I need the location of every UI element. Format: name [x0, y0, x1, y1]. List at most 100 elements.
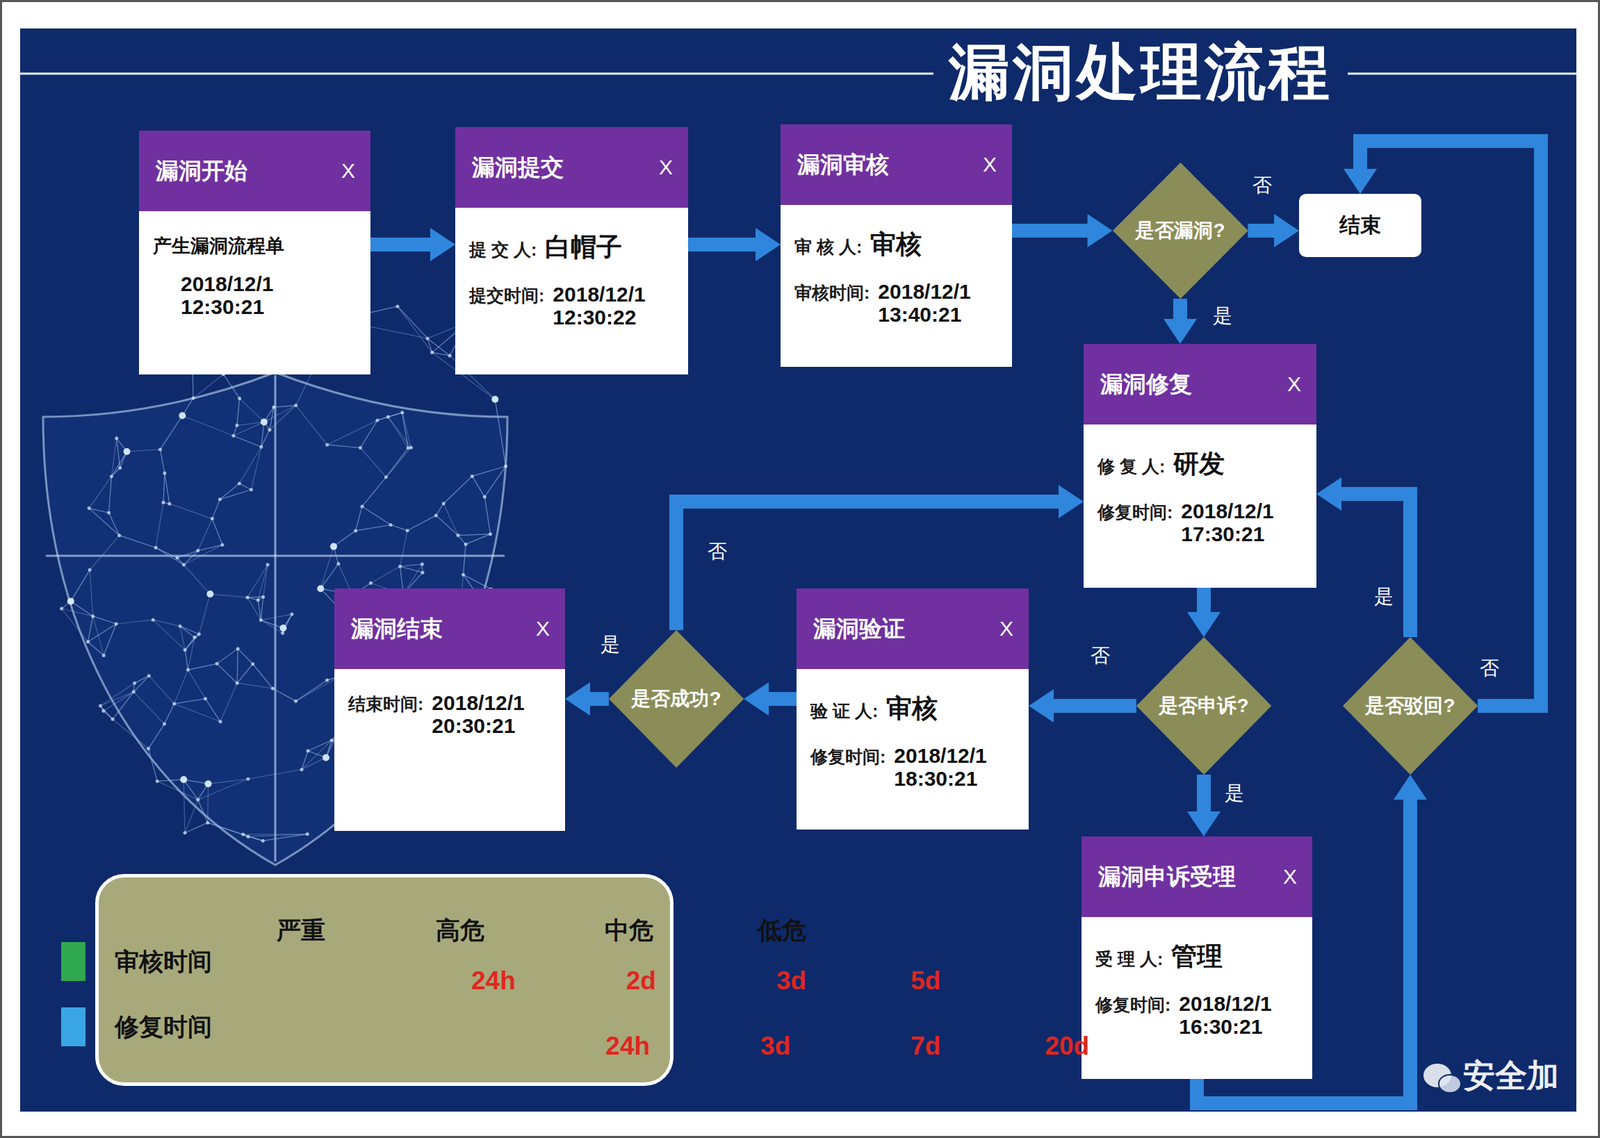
network-line [355, 506, 363, 532]
network-line [327, 444, 361, 448]
field-time: 2018/12/1 16:30:21 [1178, 992, 1272, 1039]
network-line [307, 740, 332, 751]
sla-table: 严重高危中危低危24h2d3d5d24h3d7d20d [95, 874, 674, 1087]
close-mark: X [982, 152, 997, 177]
network-dot [245, 595, 249, 600]
network-line [219, 483, 240, 500]
network-line [462, 574, 491, 590]
field-label: 提交时间: [469, 284, 545, 308]
network-line [385, 448, 408, 478]
network-line [220, 683, 238, 723]
network-line [484, 496, 491, 534]
network-dot [147, 674, 151, 678]
network-line [88, 624, 117, 643]
decision-text: 是否申诉? [1158, 692, 1249, 720]
network-line [207, 822, 244, 835]
arrow-head [1187, 811, 1221, 837]
network-dot [434, 513, 438, 518]
network-dot [155, 779, 160, 784]
network-dot [114, 436, 119, 440]
network-line [148, 724, 165, 750]
network-line [296, 405, 328, 446]
network-line [182, 415, 234, 436]
field-row: 修复时间:2018/12/1 16:30:21 [1095, 992, 1299, 1039]
arrow-line [1052, 699, 1137, 714]
network-line [260, 597, 263, 620]
network-line [127, 449, 161, 452]
field-value: 管理 [1171, 939, 1223, 975]
field-label: 提 交 人: [469, 238, 537, 262]
network-line [427, 338, 450, 356]
network-line [88, 642, 105, 657]
field-row: 修复时间:2018/12/1 17:30:21 [1097, 499, 1303, 546]
network-dot [279, 624, 287, 632]
flow-arrow [1187, 774, 1221, 837]
card-body: 修 复 人:研发修复时间:2018/12/1 17:30:21 [1083, 424, 1317, 589]
network-line [264, 405, 297, 423]
network-line [183, 779, 185, 834]
table-value: 24h [471, 966, 516, 996]
network-line [157, 779, 184, 782]
network-line [333, 531, 356, 548]
network-line [198, 544, 223, 551]
network-dot [98, 704, 103, 708]
network-dot [389, 523, 393, 527]
network-dot [360, 504, 364, 509]
table-header: 严重 [276, 916, 326, 944]
network-dot [491, 396, 499, 404]
network-line [247, 597, 264, 599]
network-line [484, 466, 506, 497]
network-dot [395, 304, 399, 308]
network-line [237, 398, 240, 426]
network-dot [87, 506, 92, 511]
card-header: 漏洞开始X [139, 130, 371, 212]
network-line [169, 503, 212, 519]
table-value: 5d [910, 966, 941, 996]
diagram-title: 漏洞处理流程 [948, 38, 1333, 107]
network-line [103, 624, 117, 656]
network-dot [123, 448, 131, 456]
network-line [88, 642, 105, 657]
network-dot [162, 722, 167, 727]
network-line [61, 608, 89, 643]
table-value: 20d [1044, 1032, 1090, 1061]
network-line [198, 779, 249, 800]
network-line [237, 649, 239, 684]
network-line [164, 704, 175, 725]
network-line [243, 834, 264, 842]
arrow-head [565, 682, 591, 716]
network-line [159, 415, 183, 450]
network-line [248, 770, 302, 780]
network-line [207, 822, 249, 837]
network-line [471, 466, 506, 477]
network-dot [101, 709, 105, 714]
network-dot [488, 532, 493, 536]
network-dot [59, 607, 64, 611]
network-dot [132, 690, 136, 694]
network-line [233, 435, 262, 447]
network-line [471, 476, 485, 497]
network-line [462, 544, 466, 575]
network-line [88, 476, 112, 509]
network-line [70, 569, 90, 602]
network-line [320, 563, 339, 589]
network-dot [102, 654, 106, 658]
edge-label: 是 [1220, 779, 1249, 809]
network-line [458, 534, 491, 536]
network-line [443, 476, 472, 504]
flow-arrow [688, 227, 781, 262]
network-line [471, 476, 485, 497]
network-dot [330, 738, 334, 743]
network-line [219, 490, 251, 500]
network-dot [316, 585, 324, 593]
card-header: 漏洞结束X [334, 588, 566, 670]
network-line [93, 616, 117, 625]
network-line [112, 719, 149, 749]
title-rule [1347, 72, 1577, 76]
network-line [116, 438, 121, 469]
arrow-line [370, 237, 432, 252]
network-dot [322, 754, 330, 762]
legend-text: 修复时间 [114, 1011, 212, 1044]
network-line [216, 649, 238, 665]
